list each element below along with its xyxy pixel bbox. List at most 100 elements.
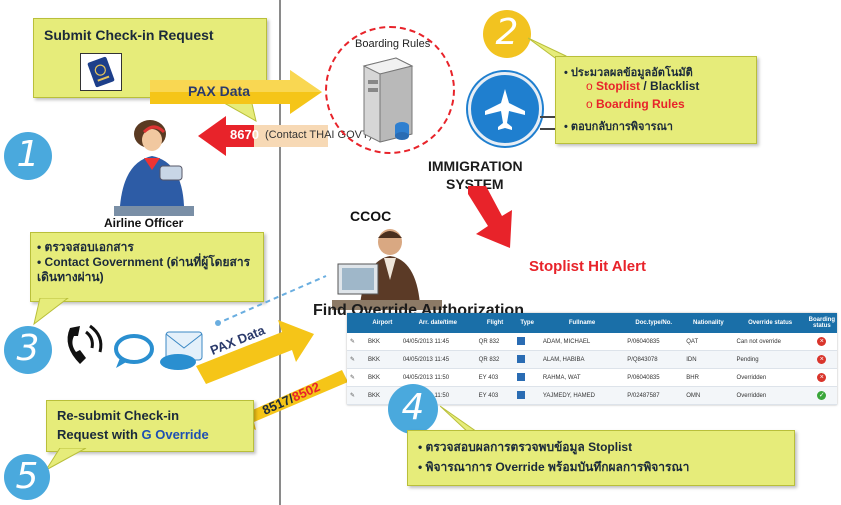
cell-override: Pending bbox=[733, 350, 807, 369]
cell-airport: BKK bbox=[365, 333, 400, 351]
stoplist-text: Stoplist bbox=[596, 79, 641, 93]
ccoc-label: CCOC bbox=[350, 208, 392, 224]
blacklist-text: Blacklist bbox=[650, 79, 700, 93]
edit-icon[interactable]: ✎ bbox=[347, 350, 365, 369]
cell-override: Can not override bbox=[733, 333, 807, 351]
sub-bullet-marker: o bbox=[586, 79, 597, 93]
denied-icon: × bbox=[806, 368, 837, 387]
cell-fullname: ADAM, MICHAEL bbox=[539, 333, 625, 351]
airline-officer-icon bbox=[114, 120, 194, 216]
cell-flight: EY 403 bbox=[475, 386, 515, 405]
step4-bullet2: • พิจารณาการ Override พร้อมบันทึกผลการพิ… bbox=[418, 460, 690, 474]
step5-callout: Re-submit Check-in Request with G Overri… bbox=[46, 400, 254, 452]
type-icon bbox=[514, 350, 540, 369]
table-row[interactable]: ✎ BKK 04/05/2013 11:45 QR 832 ALAM, HABI… bbox=[347, 350, 837, 369]
boarding-rules-label: Boarding Rules bbox=[355, 38, 431, 50]
cell-flight: QR 832 bbox=[475, 333, 515, 351]
table-row[interactable]: ✎ BKK 04/05/2013 11:50 EY 403 RAHMA, WAT… bbox=[347, 368, 837, 387]
th-fullname: Fullname bbox=[539, 313, 625, 333]
divider bbox=[279, 0, 281, 505]
step2-bullet1-text: ประมวลผลข้อมูลอัตโนมัติ bbox=[570, 67, 693, 79]
edit-icon[interactable]: ✎ bbox=[347, 386, 365, 405]
immigration-label-1: IMMIGRATION bbox=[428, 158, 523, 174]
boarding-rules-ring bbox=[325, 26, 455, 154]
cell-fullname: ALAM, HABIBA bbox=[539, 350, 625, 369]
step4-number: 4 bbox=[401, 387, 425, 428]
step3-bullet2-text: Contact Government (ด่านที่ผู้โดยสารเดิน… bbox=[37, 255, 251, 284]
th-doc: Doc.type/No. bbox=[624, 313, 684, 333]
step2-number: 2 bbox=[495, 12, 519, 53]
th-nationality: Nationality bbox=[683, 313, 734, 333]
step3-circle bbox=[4, 326, 52, 374]
step2-bullet2: • ตอบกลับการพิจารณา bbox=[564, 121, 673, 133]
type-icon bbox=[514, 386, 540, 405]
cell-airport: BKK bbox=[365, 350, 400, 369]
cell-flight: QR 832 bbox=[475, 350, 515, 369]
passport-icon bbox=[80, 53, 122, 91]
cell-nationality: QAT bbox=[683, 333, 734, 351]
step2-sub2: o Boarding Rules bbox=[586, 97, 685, 111]
th-boarding: Boarding status bbox=[806, 313, 837, 333]
dotted-connector bbox=[215, 275, 327, 326]
step5-circle bbox=[4, 454, 50, 500]
code-8670: 8670 bbox=[230, 127, 259, 142]
step4-callout: • ตรวจสอบผลการตรวจพบข้อมูล Stoplist • พิ… bbox=[407, 430, 795, 486]
step2-bullet1: • ประมวลผลข้อมูลอัตโนมัติ bbox=[564, 67, 693, 79]
cell-override: Overridden bbox=[733, 368, 807, 387]
step4-bullet1-text: ตรวจสอบผลการตรวจพบข้อมูล Stoplist bbox=[425, 440, 633, 454]
ok-icon: ✓ bbox=[806, 386, 837, 405]
airline-officer-label: Airline Officer bbox=[104, 216, 184, 230]
step2-sub1: o Stoplist / Blacklist bbox=[586, 79, 699, 93]
sub1-sep: / bbox=[640, 79, 651, 93]
th-airport: Airport bbox=[365, 313, 400, 333]
stoplist-hit-alert: Stoplist Hit Alert bbox=[529, 258, 646, 275]
type-icon bbox=[514, 368, 540, 387]
contact-govt-arrow-left bbox=[198, 116, 328, 156]
edit-icon[interactable]: ✎ bbox=[347, 333, 365, 351]
step3-callout: • ตรวจสอบเอกสาร • Contact Government (ด่… bbox=[30, 232, 264, 302]
table-header-row: Airport Arr. date/time Flight Type Fulln… bbox=[347, 313, 837, 333]
edit-icon[interactable]: ✎ bbox=[347, 368, 365, 387]
step2-circle bbox=[483, 10, 531, 58]
override-table: Airport Arr. date/time Flight Type Fulln… bbox=[347, 313, 837, 405]
th-override: Override status bbox=[733, 313, 807, 333]
step2-callout: • ประมวลผลข้อมูลอัตโนมัติ o Stoplist / B… bbox=[555, 56, 757, 144]
step5-line2: Request with G Override bbox=[57, 427, 209, 442]
step4-circle bbox=[388, 384, 438, 434]
g-override-text: G Override bbox=[141, 427, 209, 442]
email-icon bbox=[160, 331, 203, 370]
step1-title: Submit Check-in Request bbox=[44, 27, 214, 43]
pax-data-arrow-right bbox=[150, 70, 322, 114]
th-type: Type bbox=[514, 313, 540, 333]
step5-number: 5 bbox=[15, 456, 39, 497]
ccoc-officer-icon bbox=[332, 229, 442, 310]
denied-icon: × bbox=[806, 333, 837, 351]
override-table-container: Airport Arr. date/time Flight Type Fulln… bbox=[347, 313, 837, 405]
phone-icon bbox=[67, 324, 103, 364]
step1-number: 1 bbox=[16, 134, 40, 175]
table-row[interactable]: ✎ BKK 04/05/2013 11:45 QR 832 ADAM, MICH… bbox=[347, 333, 837, 351]
immigration-label-2: SYSTEM bbox=[446, 176, 504, 192]
pax-data-label-top: PAX Data bbox=[188, 83, 250, 99]
cell-airport: BKK bbox=[365, 368, 400, 387]
type-icon bbox=[514, 333, 540, 351]
cell-flight: EY 403 bbox=[475, 368, 515, 387]
step5-line1: Re-submit Check-in bbox=[57, 408, 180, 423]
boarding-rules-text: Boarding Rules bbox=[596, 97, 685, 111]
step5-line2-a: Request with bbox=[57, 427, 142, 442]
cell-nationality: IDN bbox=[683, 350, 734, 369]
denied-icon: × bbox=[806, 350, 837, 369]
cell-override: Overridden bbox=[733, 386, 807, 405]
sub-bullet-marker-2: o bbox=[586, 97, 597, 111]
server-icon bbox=[362, 57, 414, 143]
step5-callout-tail bbox=[45, 448, 87, 471]
step3-bullet2: • Contact Government (ด่านที่ผู้โดยสารเด… bbox=[37, 255, 251, 284]
cell-fullname: YAJMEDY, HAMED bbox=[539, 386, 625, 405]
cell-doc: P/02487587 bbox=[624, 386, 684, 405]
cell-doc: P/06040835 bbox=[624, 368, 684, 387]
step2-bullet2-text: ตอบกลับการพิจารณา bbox=[570, 121, 673, 133]
cell-doc: P/06040835 bbox=[624, 333, 684, 351]
cell-doc: P/Q843078 bbox=[624, 350, 684, 369]
cell-nationality: OMN bbox=[683, 386, 734, 405]
stoplist-alert-arrow bbox=[468, 186, 512, 248]
